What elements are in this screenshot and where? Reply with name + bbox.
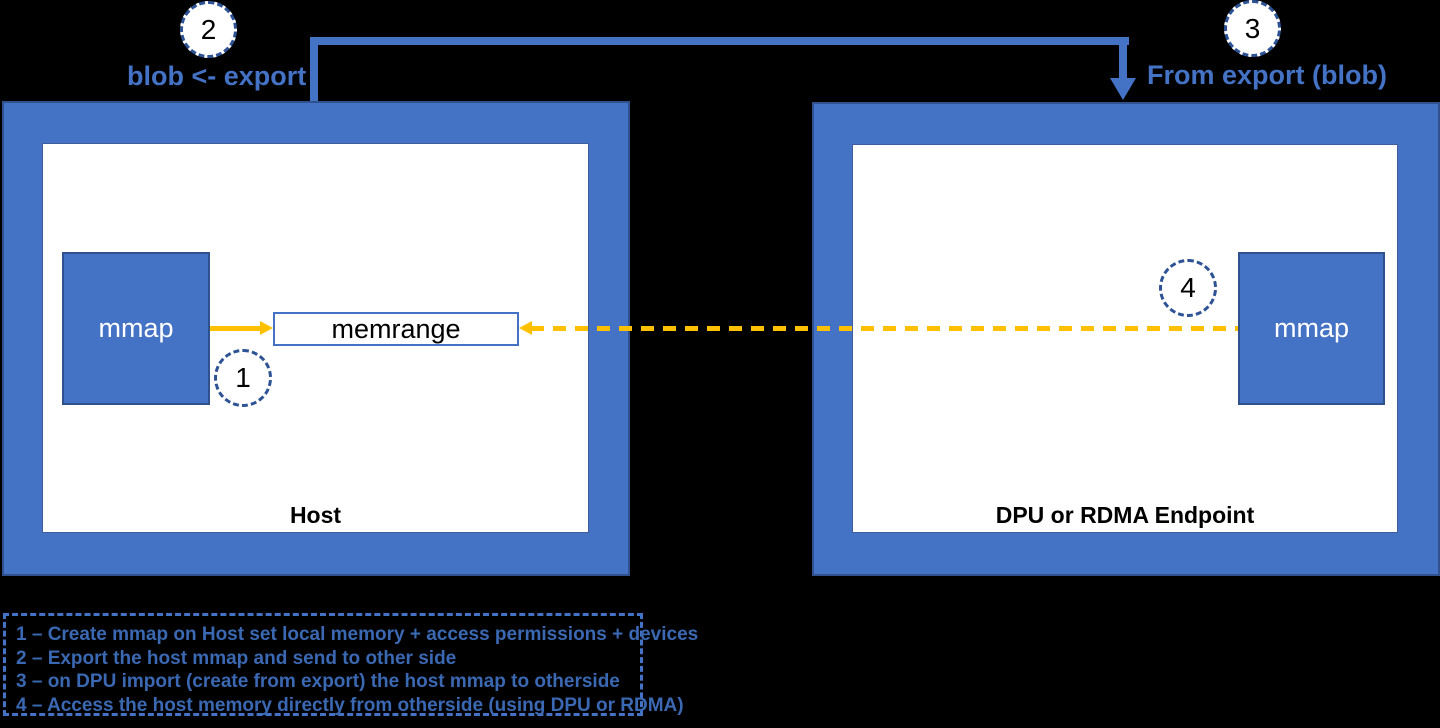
step-4-number: 4 xyxy=(1180,272,1196,303)
step-2-label: blob <- export xyxy=(127,61,307,91)
export-connector-arrowhead-down-icon xyxy=(1110,78,1136,100)
mmap-to-memrange-arrowhead-right-icon xyxy=(260,321,273,335)
dpu-label: DPU or RDMA Endpoint xyxy=(995,502,1255,528)
step-4-circle: 4 xyxy=(1159,259,1217,317)
step-3-label: From export (blob) xyxy=(1147,60,1387,90)
dpu-mmap-label: mmap xyxy=(1273,313,1349,343)
export-connector-left-vertical xyxy=(310,37,318,101)
step-2-number: 2 xyxy=(200,13,217,45)
legend-box: 1 – Create mmap on Host set local memory… xyxy=(3,613,699,716)
legend-item-4: 4 – Access the host memory directly from… xyxy=(16,694,684,716)
mmap-to-memrange-arrow-line xyxy=(210,326,262,331)
dpu-mmap-box: mmap xyxy=(1238,252,1385,405)
step-2-circle: 2 xyxy=(180,1,237,58)
export-connector-right-vertical xyxy=(1119,37,1127,80)
remote-access-arrowhead-left-icon xyxy=(519,321,532,335)
legend-item-2: 2 – Export the host mmap and send to oth… xyxy=(16,647,457,669)
export-connector-horizontal xyxy=(310,37,1129,45)
step-3-circle: 3 xyxy=(1224,0,1281,57)
memrange-box: memrange xyxy=(273,312,519,346)
step-1-circle: 1 xyxy=(214,349,272,407)
legend-item-1: 1 – Create mmap on Host set local memory… xyxy=(16,624,699,645)
host-mmap-label: mmap xyxy=(98,313,174,343)
remote-access-dashed-line xyxy=(531,326,1238,331)
legend-item-3: 3 – on DPU import (create from export) t… xyxy=(16,671,620,692)
host-mmap-box: mmap xyxy=(62,252,210,405)
memrange-label: memrange xyxy=(331,313,461,344)
host-label: Host xyxy=(289,502,342,528)
step-3-number: 3 xyxy=(1244,12,1261,44)
step-1-number: 1 xyxy=(235,362,251,393)
